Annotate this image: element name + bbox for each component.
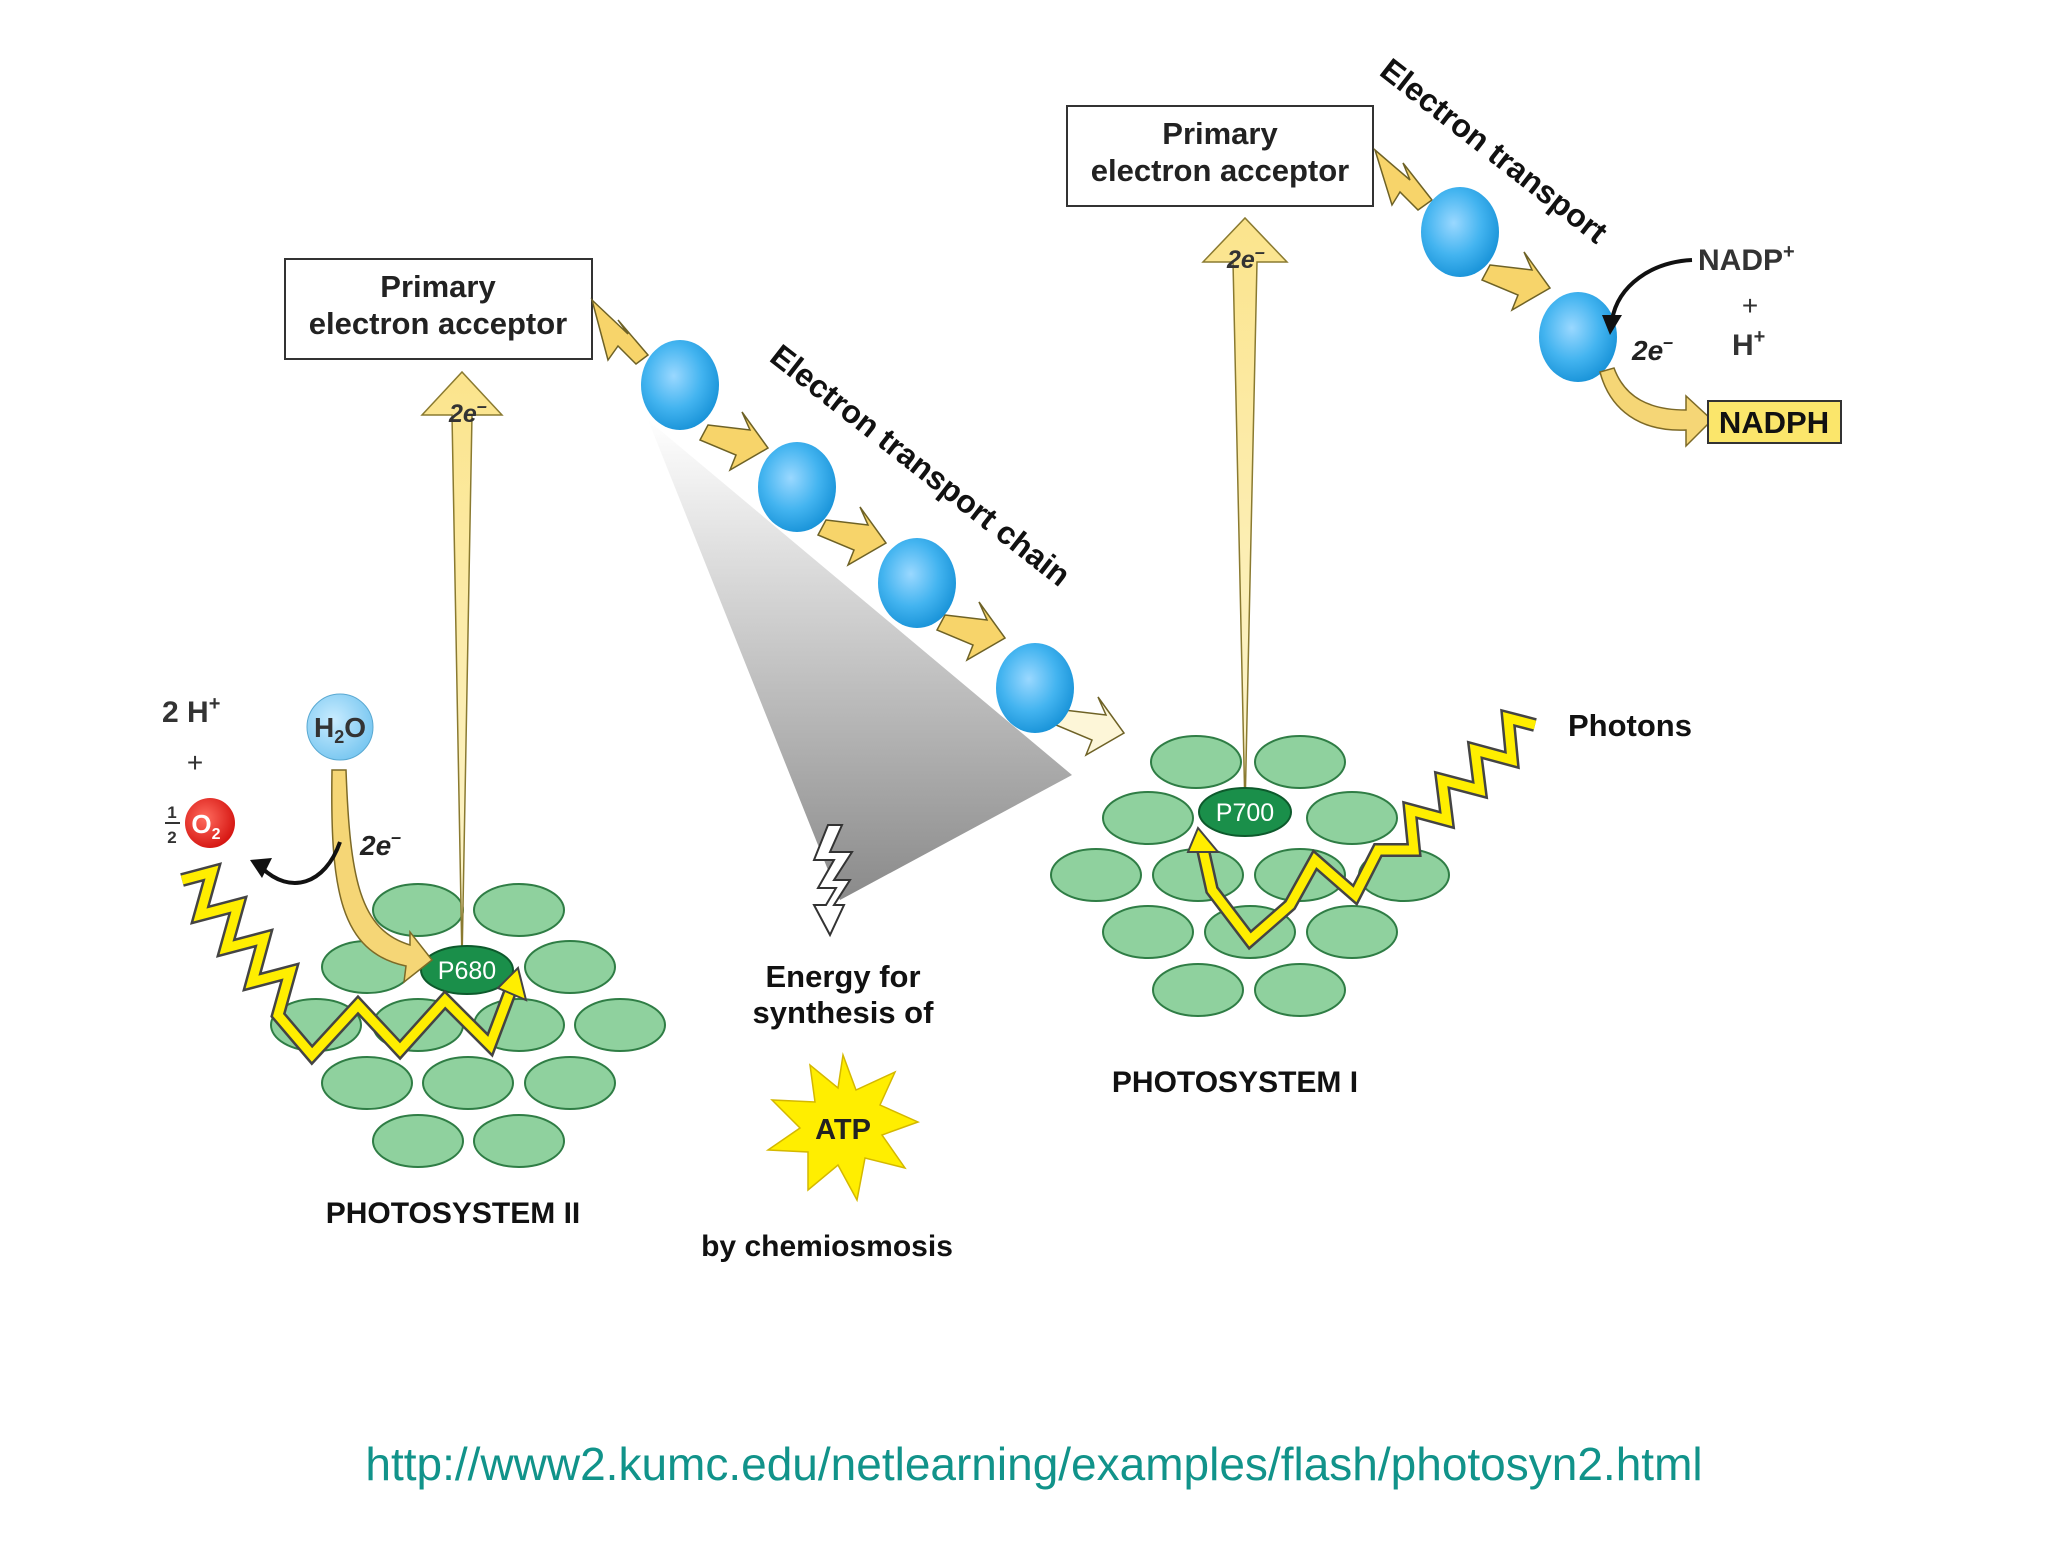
ps2-acceptor-line2: electron acceptor — [309, 306, 567, 341]
ps1-photon-arrowhead — [1186, 826, 1221, 853]
proton-products: 2 H+ — [162, 693, 220, 729]
nadp-arrowhead — [1602, 315, 1622, 335]
etc-carriers — [641, 340, 1074, 733]
nadp-plus: + — [1742, 290, 1758, 321]
half-numerator: 1 — [167, 803, 176, 822]
ps1-carrier-1 — [1421, 187, 1499, 277]
nadph-box — [1707, 400, 1842, 444]
ps2-electron-beam — [420, 370, 504, 963]
etc-carrier-4 — [996, 643, 1074, 733]
electron-transport-chain: Electron transport chain Energy for synt… — [590, 297, 1126, 1263]
ps2-beam-electrons: 2e– — [448, 396, 487, 428]
ps2-photon-arrowhead — [496, 966, 528, 1002]
ps2-products-plus: + — [187, 747, 203, 778]
p680-reaction-center — [420, 945, 514, 995]
p700-label: P700 — [1216, 799, 1274, 827]
ps1-acceptor-line1: Primary — [1162, 116, 1278, 151]
ps1-transport-arrows — [1373, 147, 1552, 312]
photons-label: Photons — [1568, 708, 1692, 743]
etc-arrows — [590, 297, 1126, 757]
half-denominator: 2 — [167, 828, 176, 847]
water-electrons-label: 2e– — [359, 827, 401, 861]
etc-carrier-1 — [641, 340, 719, 430]
ps1-title: PHOTOSYSTEM I — [1112, 1066, 1358, 1099]
proton-h-label: H+ — [1732, 326, 1765, 362]
ps2-acceptor-line1: Primary — [380, 269, 496, 304]
oxygen-label: O2 — [191, 809, 220, 843]
nadph-output-arrow — [1599, 367, 1714, 448]
etc-carrier-2 — [758, 442, 836, 532]
energy-line1: Energy for — [765, 959, 920, 994]
ps1-electron-beam — [1201, 216, 1289, 811]
energy-line2: synthesis of — [753, 995, 935, 1030]
ps1-antenna-complex — [1050, 735, 1450, 1017]
atp-label: ATP — [815, 1114, 871, 1146]
p700-reaction-center — [1198, 787, 1292, 837]
water-molecule — [306, 693, 374, 761]
ps2-antenna-complex — [270, 883, 666, 1168]
ps2-photon-zigzag-fill — [180, 865, 515, 1062]
oxygen-release-arrow — [260, 841, 342, 885]
water-label: H2O — [314, 712, 366, 747]
energy-cone — [648, 420, 1072, 900]
ps1-primary-acceptor-box — [1066, 105, 1374, 207]
photosystem-1: 2e– P700 Photons Primary electron accept… — [1050, 51, 1842, 1099]
ps1-carrier-2 — [1539, 292, 1617, 382]
etc-carrier-3 — [878, 538, 956, 628]
oxygen-arrowhead — [250, 858, 272, 878]
p680-label: P680 — [438, 957, 496, 985]
energy-zigzag-arrow — [812, 824, 854, 938]
nadp-input-arrow — [1610, 258, 1693, 321]
ps2-primary-acceptor-box — [284, 258, 593, 360]
source-url[interactable]: http://www2.kumc.edu/netlearning/example… — [365, 1438, 1702, 1490]
ps1-photon-zigzag-fill — [1197, 712, 1537, 947]
water-electron-arrow — [331, 769, 434, 984]
nadp-label: NADP+ — [1698, 241, 1795, 277]
ps1-acceptor-line2: electron acceptor — [1091, 153, 1349, 188]
ps1-beam-electrons: 2e– — [1226, 242, 1265, 274]
oxygen-molecule — [185, 798, 235, 848]
chemiosmosis-label: by chemiosmosis — [701, 1230, 953, 1263]
atp-starburst — [765, 1052, 921, 1203]
ps2-title: PHOTOSYSTEM II — [326, 1197, 581, 1230]
nadph-label: NADPH — [1719, 405, 1829, 440]
nadph-electrons-label: 2e– — [1631, 332, 1673, 366]
photosystem-2: 2e– P680 H2O 2e– 2 H+ + 1 2 O2 Primary e… — [162, 258, 666, 1230]
